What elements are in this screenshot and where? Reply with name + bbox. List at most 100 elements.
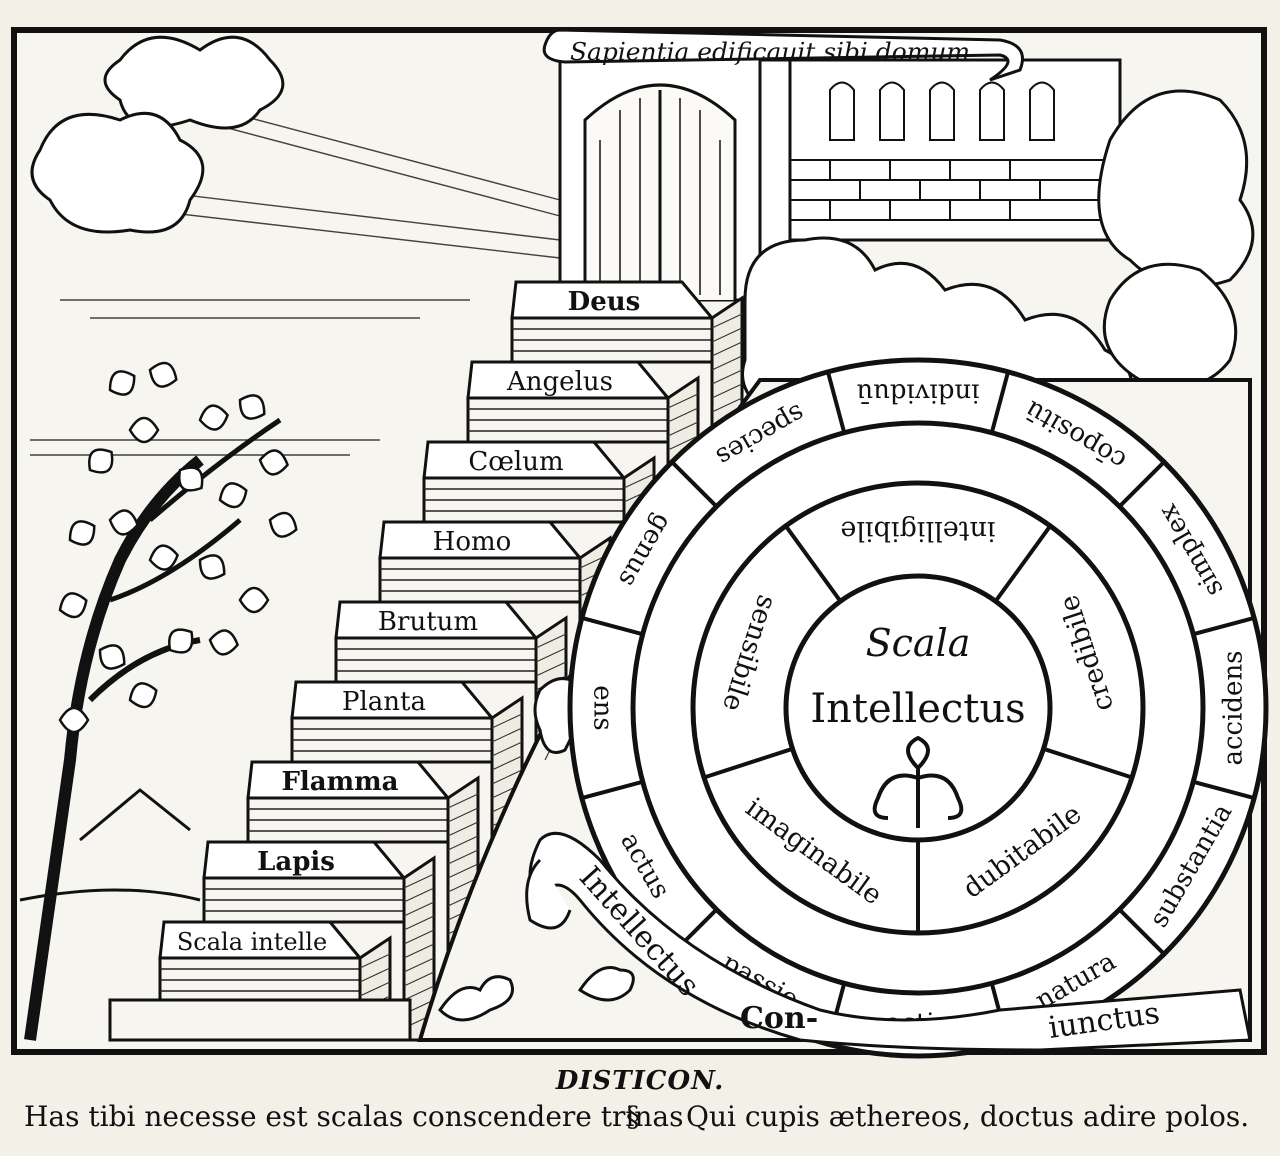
wall-hatch [491, 769, 523, 785]
wall-hatch [667, 407, 699, 423]
wall-hatch [447, 807, 479, 823]
wall-hatch [403, 901, 435, 917]
leaf [148, 544, 180, 571]
leaf [128, 682, 158, 709]
wall-hatch [711, 327, 743, 343]
step-label: Scala intelle [177, 928, 327, 956]
wall-hatch [711, 341, 743, 357]
outer-ring-divider [1118, 908, 1166, 956]
leaf [58, 592, 88, 619]
landscape [19, 788, 201, 902]
distich-line-right: Qui cupis æthereos, doctus adire polos. [686, 1100, 1250, 1133]
wall-hatch [491, 713, 523, 729]
leaf [128, 416, 160, 444]
leaf [208, 629, 240, 656]
wall-hatch [447, 821, 479, 837]
wall-hatch [623, 473, 655, 489]
wall-hatch [403, 943, 435, 959]
inner-ring-divider [784, 524, 843, 603]
leaf [88, 448, 114, 474]
wall-hatch [535, 633, 567, 649]
leaf [238, 586, 270, 614]
step-label: Angelus [506, 367, 613, 397]
wall-hatch [359, 967, 391, 983]
wall-hatch [491, 727, 523, 743]
outer-ring-divider [989, 371, 1011, 434]
ribbon-text-con: Con- [740, 1001, 818, 1036]
fleur-ornament-icon [872, 735, 964, 828]
leaf [198, 404, 230, 431]
wall-hatch [403, 971, 435, 987]
temple-building [558, 48, 1122, 302]
wall-hatch [403, 985, 435, 1001]
wall-hatch [711, 369, 743, 385]
leaf [148, 361, 178, 388]
wall-hatch [491, 755, 523, 771]
wall-hatch [403, 915, 435, 931]
outer-ring-divider [1192, 615, 1255, 637]
caption-title: DISTICON. [555, 1066, 725, 1096]
step-label: Brutum [378, 607, 478, 637]
wall-hatch [711, 383, 743, 399]
intellect-wheel: individuūcōpositūsimplexaccidenssubstant… [567, 357, 1269, 1059]
wall-hatch [359, 953, 391, 969]
step-label: Lapis [257, 847, 335, 877]
distich-separator: § [626, 1100, 640, 1133]
grass-tufts [438, 966, 635, 1022]
outer-ring-divider [1118, 460, 1166, 508]
wall-hatch [447, 849, 479, 865]
step-label: Cœlum [468, 447, 563, 477]
leaf [238, 394, 266, 420]
outer-ring-label: ens [588, 685, 618, 730]
step-label: Homo [433, 527, 512, 557]
wall-hatch [447, 863, 479, 879]
wall-hatch [711, 397, 743, 413]
leaf [198, 554, 226, 580]
leaf [178, 466, 204, 492]
step-label: Deus [568, 287, 641, 317]
leaf [58, 706, 90, 734]
wall-hatch [403, 887, 435, 903]
leaf [68, 520, 96, 546]
outer-ring-divider [581, 779, 644, 801]
cloud-icon [30, 35, 285, 234]
outer-ring-divider [825, 371, 847, 434]
wall-hatch [535, 661, 567, 677]
inner-ring-divider [1042, 746, 1133, 780]
wall-hatch [403, 957, 435, 973]
leaf [218, 482, 248, 509]
wall-hatch [535, 647, 567, 663]
leaf [258, 449, 290, 476]
wall-hatch [711, 355, 743, 371]
wall-hatch [667, 435, 699, 451]
wall-hatch [403, 873, 435, 889]
leaf [108, 370, 136, 396]
leaf [108, 509, 140, 536]
step-label: Flamma [281, 767, 398, 797]
leaf [268, 511, 298, 538]
woodcut-illustration: Sapientia edificauit sibi domum DeusAnge… [11, 27, 1269, 1059]
wall-hatch [491, 741, 523, 757]
banner-motto: Sapientia edificauit sibi domum [570, 38, 970, 66]
outer-ring-divider [581, 615, 644, 637]
wall-hatch [447, 835, 479, 851]
outer-ring-divider [1192, 779, 1255, 801]
inner-ring-divider [703, 746, 794, 780]
outer-ring-label: individuū [856, 378, 979, 408]
step-label: Planta [342, 687, 426, 717]
leaf [168, 628, 194, 654]
distich-line-left: Has tibi necesse est scalas conscendere … [24, 1100, 684, 1133]
outer-ring-divider [670, 460, 718, 508]
wall-hatch [711, 313, 743, 329]
wall-hatch [667, 421, 699, 437]
tree-leaves [58, 361, 298, 734]
inner-ring-divider [993, 524, 1052, 603]
wheel-center-title: Scala [866, 621, 971, 665]
wheel-center-subtitle: Intellectus [810, 686, 1025, 732]
outer-ring-label: accidens [1219, 650, 1249, 765]
wall-hatch [403, 929, 435, 945]
wall-hatch [359, 981, 391, 997]
wall-hatch [447, 793, 479, 809]
inner-ring-label: intelligibile [840, 515, 995, 546]
